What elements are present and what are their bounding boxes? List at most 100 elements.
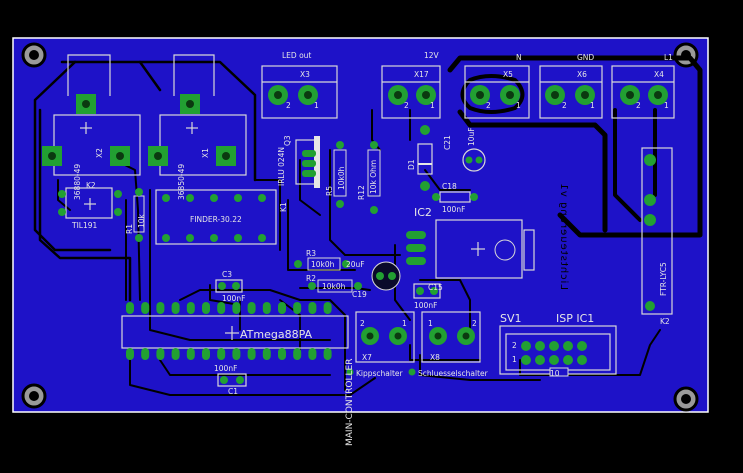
isp-pin-pad xyxy=(563,355,573,365)
c17-value: 100nF xyxy=(414,301,437,310)
c1-value: 100nF xyxy=(214,364,237,373)
connector-x5: 2 1 xyxy=(464,65,530,119)
x3-pin-2: 2 xyxy=(286,101,291,110)
r3-value: 10k0h xyxy=(311,260,335,269)
x6-pin-1: 1 xyxy=(590,101,595,110)
x8-label: X8 xyxy=(430,353,440,362)
resistor-r5 xyxy=(333,141,347,208)
mirrored-text-label: Lichtsteuerung v1 xyxy=(558,183,569,290)
mirrored-bottom-text: Lichtsteuerung v1 xyxy=(558,183,569,290)
mcu-pin-pad xyxy=(202,302,210,314)
mcu-pin-pad xyxy=(293,348,302,360)
c18-label: C18 xyxy=(442,182,457,191)
c3-label: C3 xyxy=(222,270,232,279)
x1-label: X1 xyxy=(201,148,210,158)
key-switch-label: Schluesselschalter xyxy=(418,369,489,378)
connector-x4: 2 1 xyxy=(611,65,675,119)
mosfet-q3 xyxy=(295,136,320,188)
main-controller-label: MAIN-CONTROLLER xyxy=(345,359,355,446)
x7-label: X7 xyxy=(362,353,372,362)
c21-value: 10uF xyxy=(467,127,476,146)
d1-label: D1 xyxy=(407,159,416,170)
resistor-r1 xyxy=(133,188,145,242)
c19-label: C19 xyxy=(352,290,367,299)
isp-pin-pad xyxy=(577,341,587,351)
x7-pin-2: 2 xyxy=(360,319,365,328)
c21-label: C21 xyxy=(443,135,452,150)
isp-pin-pad xyxy=(535,355,545,365)
l1-label: L1 xyxy=(664,53,673,62)
isp-header xyxy=(499,325,617,377)
capacitor-c18 xyxy=(432,191,478,203)
isp-pin-pad xyxy=(549,355,559,365)
connector-x8: 1 2 xyxy=(421,311,481,363)
isp-pin-2: 2 xyxy=(512,341,517,350)
mcu-pins xyxy=(126,302,332,360)
optocoupler-til191 xyxy=(58,187,122,219)
x17-pin-1: 1 xyxy=(430,101,435,110)
isp-pins xyxy=(521,341,587,365)
mcu-pin-pad xyxy=(202,348,210,360)
til191-label: TIL191 xyxy=(71,221,98,230)
x6-pin-2: 2 xyxy=(562,101,567,110)
x5-pin-1: 1 xyxy=(516,101,521,110)
x1-part-label: 36850-49 xyxy=(177,164,186,200)
mcu-pin-pad xyxy=(186,348,195,360)
x17-label: X17 xyxy=(414,70,429,79)
ic2-label: IC2 xyxy=(414,206,432,219)
fuse-label: FTR-LYC5 xyxy=(659,262,668,296)
mcu-pin-pad xyxy=(323,302,332,314)
mcu-pin-pad xyxy=(141,348,150,360)
mcu-pin-pad xyxy=(262,348,271,360)
x3-pin-1: 1 xyxy=(314,101,319,110)
k2-label: K2 xyxy=(660,317,670,326)
x17-pin-2: 2 xyxy=(404,101,409,110)
gnd-label: GND xyxy=(577,53,594,62)
copper-traces xyxy=(33,55,703,396)
x4-pin-2: 2 xyxy=(636,101,641,110)
v12-label: 12V xyxy=(424,51,440,60)
isp-pin-1: 1 xyxy=(512,355,517,364)
capacitor-c19 xyxy=(371,261,401,291)
connector-x2 xyxy=(42,54,141,176)
r2-label: R2 xyxy=(306,274,316,283)
mcu-pin-pad xyxy=(217,302,226,314)
n-label: N xyxy=(516,53,522,62)
led-out-label: LED out xyxy=(282,51,311,60)
isp-ic1-label: ISP IC1 xyxy=(556,312,594,325)
q3-part-label: IRLU 024N xyxy=(277,147,286,186)
mcu-pin-pad xyxy=(247,302,256,314)
mcu-pin-pad xyxy=(247,348,256,360)
capacitor-c3 xyxy=(215,279,243,293)
connector-x7: 2 1 xyxy=(355,311,415,363)
c3-value: 100nF xyxy=(222,294,245,303)
isp-pin-pad xyxy=(535,341,545,351)
isp-pin-10: 10 xyxy=(550,369,560,378)
r12-label: R12 xyxy=(357,185,366,200)
resistor-r12 xyxy=(367,141,381,214)
relay-label: FINDER-30.22 xyxy=(190,215,242,224)
connector-x3: 2 1 xyxy=(261,65,338,119)
mcu-pin-pad xyxy=(293,302,302,314)
mcu-atmega xyxy=(121,315,349,349)
mcu-pin-pad xyxy=(232,348,241,360)
connector-x6: 2 1 xyxy=(539,65,603,119)
isp-pin-pad xyxy=(549,341,559,351)
r5-label: R5 xyxy=(325,186,334,196)
mcu-pin-pad xyxy=(156,302,165,314)
c1-label: C1 xyxy=(228,387,238,396)
connector-x1 xyxy=(148,54,247,176)
relay-finder xyxy=(155,189,277,245)
x2-label: X2 xyxy=(95,148,104,158)
r5-value: 10k0h xyxy=(337,166,346,190)
regulator-ic2 xyxy=(406,219,535,279)
connector-x17: 2 1 xyxy=(381,65,441,119)
r3-label: R3 xyxy=(306,249,316,258)
k1-label: K1 xyxy=(279,202,288,212)
r2-value: 10k0h xyxy=(322,282,346,291)
resistor-r2 xyxy=(308,279,362,293)
capacitor-c21 xyxy=(462,148,486,172)
isp-pin-pad xyxy=(577,355,587,365)
mcu-pin-pad xyxy=(141,302,150,314)
